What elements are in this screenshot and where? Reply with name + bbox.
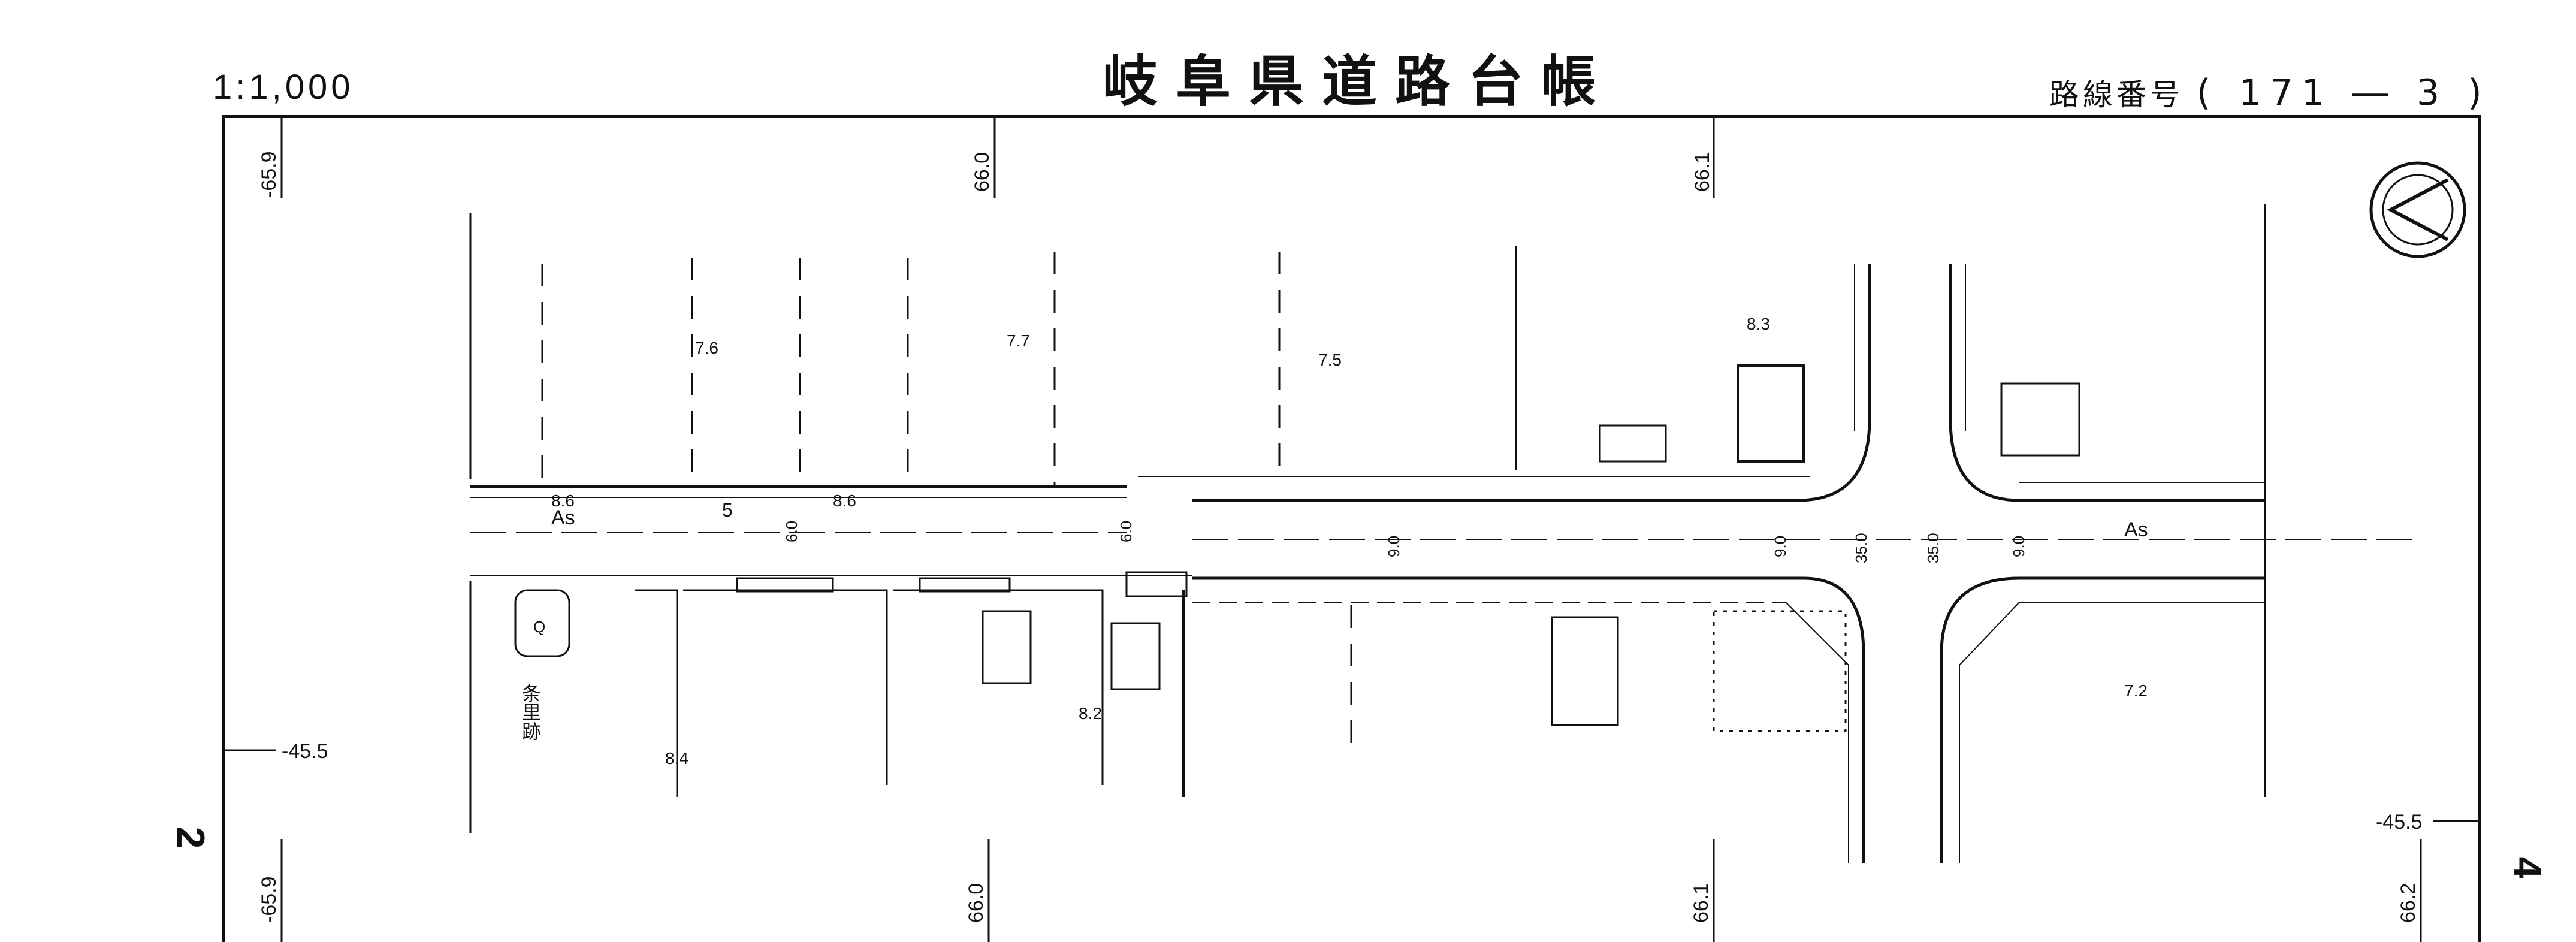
grid-label-top-2: 66.0 [971,152,993,192]
corner-edge [1959,602,2020,666]
building [1551,616,1619,726]
elevation-label: 7.5 [1318,351,1342,369]
grid-label-top-1: -65.9 [258,152,280,198]
station-number: 5 [722,499,733,521]
width-label: 6.0 [1117,521,1135,542]
elevation-label: 8.4 [665,749,688,768]
grid-label-bottom-4: 66.2 [2397,883,2420,923]
corner-edge [1785,602,1849,666]
building [1110,622,1161,690]
bus-shelter [736,577,834,593]
lot-dotted [1713,610,1847,732]
width-label: 9.0 [1771,536,1789,557]
grid-label-left: -45.5 [282,740,328,763]
north-arrow-inner [2382,174,2454,246]
landmark-label: 条里跡 [520,683,541,741]
elevation-label: 7.2 [2124,681,2148,700]
width-label: 9.0 [1385,536,1403,557]
building [1737,364,1805,463]
landmark-outline [514,589,570,657]
elevation-label: 8.2 [1079,704,1102,723]
surface-label: As [2124,518,2148,541]
bus-shelter [1125,571,1188,597]
route-label: 路線番号 [2049,77,2184,112]
width-label: 6.0 [783,521,801,542]
surface-label: As [551,506,575,529]
building [1599,424,1667,463]
corner-curve [1797,419,1871,502]
width-label: 8.6 [833,491,856,510]
width-label: 8.6 [551,491,575,510]
north-arrow-outer [2369,161,2466,258]
lot-line [1064,589,1104,785]
route-number-label: 路線番号 ( 171 ― 3 ) [2049,71,2490,114]
map-scale: 1:1,000 [213,68,354,107]
map-title: 岐阜県道路台帳 [1103,50,1615,114]
width-label: 35.0 [1852,533,1870,563]
width-label: 35.0 [1924,533,1942,563]
route-number: ( 171 ― 3 ) [2196,72,2490,114]
corner-curve [1803,576,1865,654]
grid-label-bottom-3: 66.1 [1690,883,1713,923]
lot-line [635,589,678,797]
landmark-marker: Q [533,618,545,636]
elevation-label: 8.3 [1747,315,1770,333]
bus-shelter [919,577,1011,593]
grid-label-bottom-2: 66.0 [965,883,987,923]
north-arrow-pointer [2387,178,2449,241]
lot-line [851,589,888,785]
building [2000,382,2080,457]
map-frame [222,115,2481,942]
elevation-label: 7.7 [1007,331,1030,350]
corner-curve [1949,419,2020,502]
building [982,610,1032,684]
lot-lines-north [541,252,1281,485]
grid-label-top-3: 66.1 [1691,152,1714,192]
grid-label-right: -45.5 [2376,811,2423,834]
elevation-label: 7.6 [695,339,718,357]
width-label: 9.0 [2010,536,2028,557]
corner-curve [1940,576,2020,654]
grid-label-bottom-1: -65.9 [258,877,280,923]
